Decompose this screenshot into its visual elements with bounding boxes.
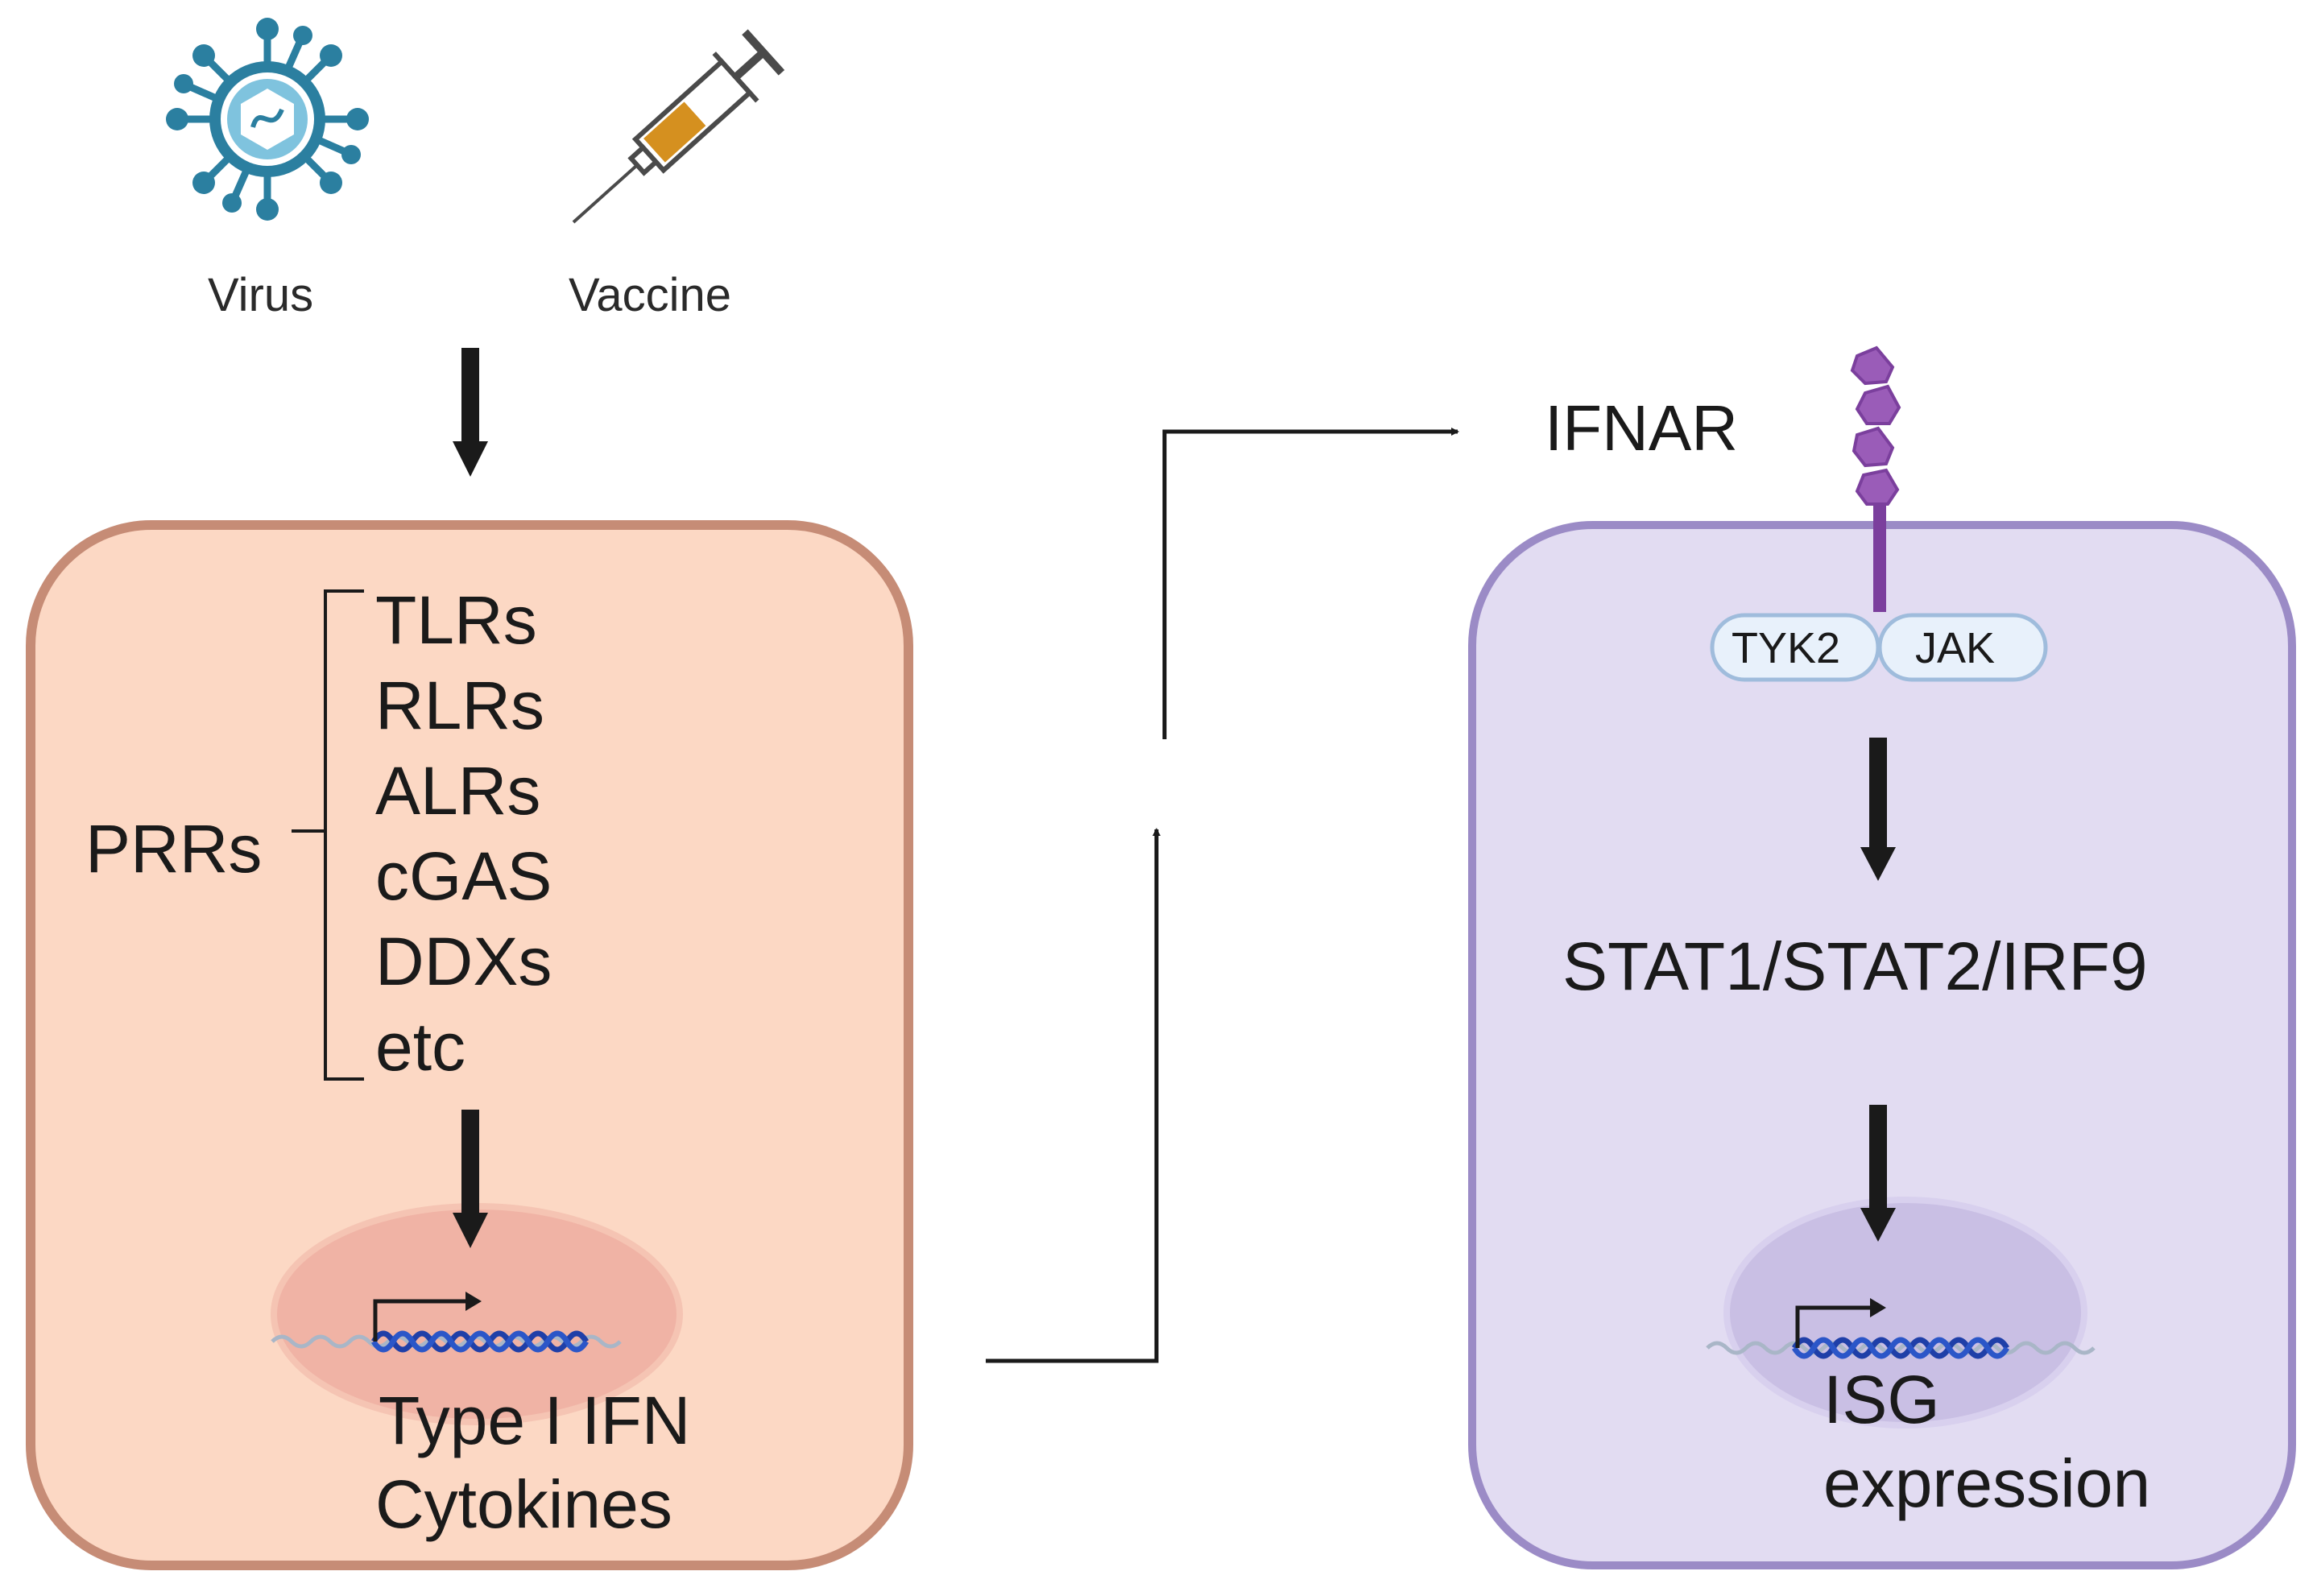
receptor-etc: etc	[375, 1009, 466, 1085]
dna-icon	[1706, 1337, 2096, 1359]
thick-arrow-kinase-to-stat	[1860, 738, 1896, 881]
prr-bracket	[292, 589, 364, 1081]
left-cell	[26, 520, 913, 1570]
receptor-alrs: ALRs	[375, 753, 541, 829]
connector-upper	[1162, 428, 1459, 739]
syringe-icon	[572, 29, 785, 224]
vaccine-label: Vaccine	[569, 269, 732, 321]
thick-arrow-stat-to-nucleus	[1860, 1105, 1896, 1242]
prrs-label: PRRs	[85, 811, 263, 887]
receptor-icon	[1850, 345, 1901, 612]
left-output-line1: Type I IFN	[379, 1383, 691, 1458]
complex-label: STAT1/STAT2/IRF9	[1562, 928, 2148, 1004]
connector-lower	[986, 828, 1161, 1363]
left-output-line2: Cytokines	[375, 1466, 672, 1542]
dna-icon	[271, 1330, 622, 1353]
tyk2-label: TYK2	[1732, 624, 1841, 672]
receptor-ddxs: DDXs	[375, 924, 552, 999]
right-nucleus	[1723, 1197, 2087, 1429]
thick-arrow-inputs-to-cell	[453, 348, 488, 477]
receptor-tlrs: TLRs	[375, 582, 537, 658]
receptor-rlrs: RLRs	[375, 668, 545, 743]
jak-pill	[1877, 613, 2048, 682]
virus-icon	[166, 18, 369, 221]
right-output-line1: ISG	[1823, 1362, 1940, 1437]
virus-label: Virus	[208, 269, 314, 321]
thick-arrow-prrs-to-nucleus	[453, 1110, 488, 1248]
receptor-cgas: cGAS	[375, 838, 552, 914]
promoter-arrow-icon	[373, 1292, 482, 1342]
right-output-line2: expression	[1823, 1445, 2151, 1521]
promoter-arrow-icon	[1795, 1298, 1886, 1348]
jak-label: JAK	[1915, 624, 1996, 672]
receptor-label: IFNAR	[1545, 392, 1738, 464]
